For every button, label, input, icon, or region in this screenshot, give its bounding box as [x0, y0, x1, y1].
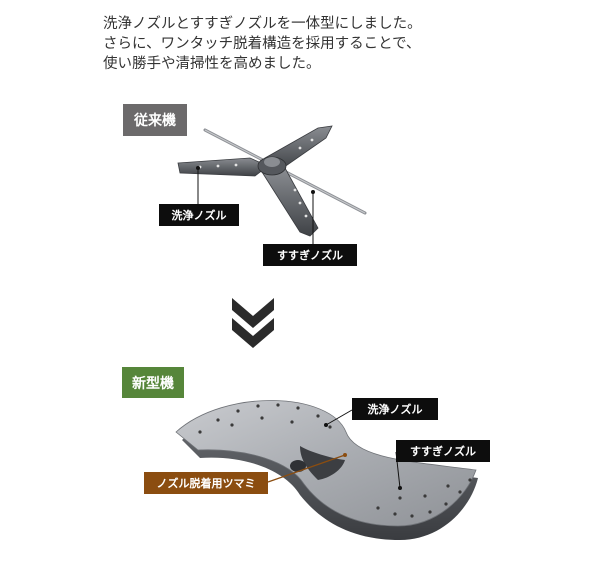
intro-text: 洗浄ノズルとすすぎノズルを一体型にしました。 さらに、ワンタッチ脱着構造を採用す… — [103, 14, 422, 74]
new-rinse-nozzle-label: すすぎノズル — [396, 440, 490, 462]
nozzle-knob-label: ノズル脱着用ツマミ — [144, 472, 268, 494]
intro-line-3: 使い勝手や清掃性を高めました。 — [103, 56, 321, 72]
chevron-down-icon — [232, 298, 274, 348]
intro-line-1: 洗浄ノズルとすすぎノズルを一体型にしました。 — [103, 16, 422, 32]
new-model-badge: 新型機 — [122, 367, 184, 398]
old-model-badge: 従来機 — [123, 104, 187, 136]
old-rinse-nozzle-label: すすぎノズル — [263, 244, 357, 266]
new-wash-nozzle-label: 洗浄ノズル — [352, 398, 438, 420]
old-nozzle-illustration — [177, 125, 367, 237]
old-leader-lines — [196, 166, 315, 244]
old-wash-nozzle-label: 洗浄ノズル — [159, 204, 239, 226]
new-nozzle-illustration — [175, 400, 478, 540]
intro-line-2: さらに、ワンタッチ脱着構造を採用することで、 — [103, 36, 421, 52]
